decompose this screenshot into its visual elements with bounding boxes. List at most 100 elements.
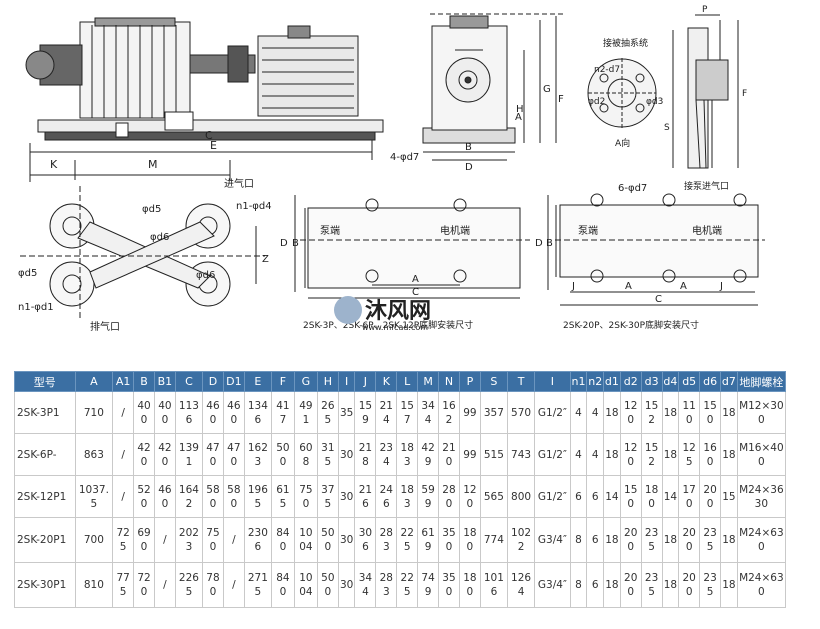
dim-B-base2: B [546, 238, 553, 249]
table-cell: 18 [661, 391, 680, 434]
caption-base2: 2SK-20P、2SK-30P底脚安装尺寸 [563, 319, 699, 331]
table-cell: 99 [458, 391, 481, 434]
table-cell: 183 [396, 433, 419, 476]
table-cell: 491 [293, 391, 318, 434]
model-cell: 2SK-12P1 [14, 475, 76, 518]
table-cell: 420 [153, 433, 176, 476]
model-cell: 2SK-30P1 [14, 562, 76, 608]
table-cell: 18 [661, 562, 680, 608]
label-d2: φd2 [588, 97, 605, 107]
table-cell: 580 [202, 475, 224, 518]
table-cell: 18 [720, 517, 738, 563]
table-cell: 14 [603, 475, 621, 518]
model-cell: 2SK-3P1 [14, 391, 76, 434]
table-cell: 460 [222, 391, 245, 434]
table-cell: 1623 [243, 433, 272, 476]
table-cell: 4 [569, 391, 588, 434]
table-cell: 780 [202, 562, 224, 608]
table-cell: 749 [417, 562, 440, 608]
table-cell: 619 [417, 517, 440, 563]
label-d3: φd3 [646, 97, 663, 107]
watermark-url: www.mfcad.com [362, 323, 428, 332]
table-cell: 690 [133, 517, 155, 563]
table-cell: 246 [375, 475, 398, 518]
column-header: A1 [112, 371, 135, 392]
table-cell: 120 [619, 433, 642, 476]
table-cell: 210 [438, 433, 460, 476]
table-cell: 15 [720, 475, 738, 518]
table-cell: 429 [417, 433, 440, 476]
label-n1-d4: n1-φd4 [236, 201, 272, 212]
table-cell: 840 [270, 517, 295, 563]
table-cell: 1022 [506, 517, 536, 563]
table-cell: / [112, 433, 135, 476]
dim-B: B [465, 142, 472, 153]
table-cell: / [153, 562, 176, 608]
table-cell: 344 [417, 391, 440, 434]
table-cell: 1965 [243, 475, 272, 518]
table-cell: 1004 [293, 517, 318, 563]
table-cell: G1/2″ [534, 391, 571, 434]
table-cell: 225 [396, 562, 419, 608]
column-header: S [479, 371, 508, 392]
table-cell: 4 [586, 391, 605, 434]
table-cell: 180 [458, 562, 481, 608]
table-cell: 157 [396, 391, 419, 434]
label-d5-bottom: φd5 [18, 268, 37, 279]
base-plan-small [294, 195, 530, 299]
column-header: C [174, 371, 204, 392]
label-motor-end-1: 电机端 [440, 224, 470, 237]
table-cell: 18 [603, 433, 621, 476]
table-cell: 35 [337, 391, 356, 434]
column-header: J [354, 371, 377, 392]
column-header: d2 [619, 371, 642, 392]
label-inlet: 进气口 [224, 177, 254, 190]
column-header: P [458, 371, 481, 392]
table-cell: M16×400 [736, 433, 787, 476]
table-cell: 470 [202, 433, 224, 476]
table-cell: 1004 [293, 562, 318, 608]
table-cell: M24×3630 [736, 475, 787, 518]
plan-view [20, 186, 265, 320]
table-cell: 775 [112, 562, 135, 608]
table-cell: 1642 [174, 475, 204, 518]
column-header: L [396, 371, 419, 392]
base-plan-large [547, 193, 765, 306]
table-cell: 150 [619, 475, 642, 518]
table-cell: 1016 [479, 562, 508, 608]
column-header: H [316, 371, 339, 392]
label-outlet: 排气口 [90, 320, 120, 333]
table-cell: 417 [270, 391, 295, 434]
table-cell: 30 [337, 433, 356, 476]
dim-J1-base2: J [571, 281, 575, 292]
column-header: E [243, 371, 272, 392]
column-header: d6 [699, 371, 722, 392]
table-cell: 283 [375, 517, 398, 563]
table-cell: 216 [354, 475, 377, 518]
dim-J2-base2: J [719, 281, 723, 292]
table-cell: 520 [133, 475, 155, 518]
column-header: B [133, 371, 155, 392]
table-cell: 200 [619, 517, 642, 563]
label-motor-end-2: 电机端 [692, 224, 722, 237]
table-cell: / [153, 517, 176, 563]
table-cell: 30 [337, 562, 356, 608]
table-cell: 608 [293, 433, 318, 476]
dim-H: H [516, 104, 524, 115]
table-cell: 8 [569, 562, 588, 608]
model-cell: 2SK-6P- [14, 433, 76, 476]
column-header: B1 [153, 371, 176, 392]
dim-D: D [465, 162, 473, 173]
dim-F-flange: F [742, 89, 747, 99]
table-cell: 4 [586, 433, 605, 476]
table-cell: 99 [458, 433, 481, 476]
column-header: I [337, 371, 356, 392]
table-cell: 18 [720, 433, 738, 476]
table-cell: 125 [678, 433, 701, 476]
column-header: d4 [661, 371, 680, 392]
front-view [25, 17, 384, 182]
